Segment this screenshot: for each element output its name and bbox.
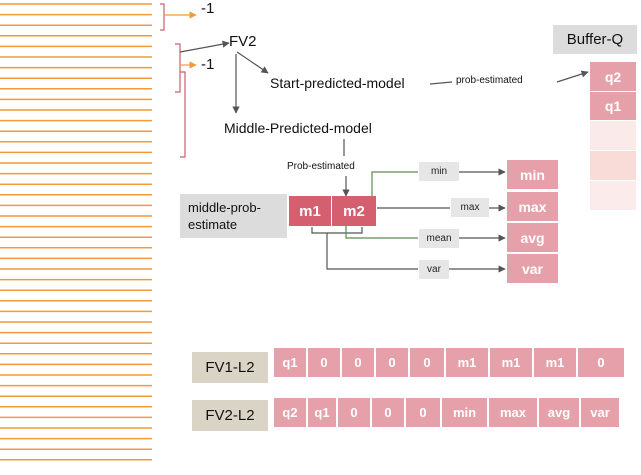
brace-under-m (311, 227, 363, 234)
wire-min (371, 171, 418, 196)
row-cell: var (581, 398, 619, 427)
out-min: min (507, 160, 558, 189)
fv1-l2-label: FV1-L2 (192, 352, 268, 383)
prob-estimated-mid: Prob-estimated (287, 161, 355, 172)
minus-one-mid: -1 (201, 56, 215, 73)
fv2-node: FV2 (229, 33, 257, 50)
out-max: max (507, 192, 558, 221)
orange-input-lines (0, 3, 152, 461)
start-predicted-model: Start-predicted-model (270, 75, 405, 91)
line-start-prob (429, 81, 453, 85)
arrow-fv2-start (236, 51, 269, 74)
row-cell: 0 (376, 348, 408, 377)
row-cell: m1 (490, 348, 532, 377)
row-cell: m1 (534, 348, 576, 377)
wire-mean (345, 226, 418, 239)
prob-estimated-top: prob-estimated (456, 75, 523, 86)
out-var: var (507, 254, 558, 283)
row-cell: 0 (372, 398, 404, 427)
row-cell: min (442, 398, 487, 427)
op-mean: mean (419, 229, 459, 248)
row-cell: q1 (274, 348, 306, 377)
m-cell-m2: m2 (332, 196, 376, 226)
row-cell: q2 (274, 398, 306, 427)
fv2-l2-label: FV2-L2 (192, 400, 268, 431)
buffer-slot-empty (590, 181, 636, 210)
minus-one-top: -1 (201, 0, 215, 17)
row-cell: max (489, 398, 537, 427)
bracket-mid (175, 43, 181, 93)
buffer-item-q1: q1 (590, 92, 636, 120)
row-cell: 0 (338, 398, 370, 427)
op-max: max (451, 198, 489, 217)
row-cell: m1 (446, 348, 488, 377)
middle-predicted-model: Middle-Predicted-model (224, 120, 372, 136)
wire-var (326, 233, 418, 270)
m-cell-m1: m1 (289, 196, 331, 226)
buffer-item-q2: q2 (590, 62, 636, 91)
op-var: var (419, 260, 449, 279)
arrow-prob-q2 (556, 70, 589, 83)
row-cell: q1 (308, 398, 336, 427)
bracket-low (180, 71, 186, 158)
out-avg: avg (507, 223, 558, 252)
middle-prob-estimate-label: middle-prob- estimate (180, 194, 287, 238)
row-cell: 0 (406, 398, 440, 427)
row-cell: 0 (308, 348, 340, 377)
row-cell: 0 (578, 348, 624, 377)
row-cell: 0 (410, 348, 444, 377)
row-cell: avg (539, 398, 579, 427)
buffer-q-title: Buffer-Q (553, 25, 637, 54)
buffer-slot-empty (590, 121, 636, 150)
bracket-top (160, 3, 165, 31)
arrow-to-fv2 (179, 40, 230, 53)
op-min: min (419, 162, 459, 181)
row-cell: 0 (342, 348, 374, 377)
buffer-slot-empty (590, 151, 636, 180)
